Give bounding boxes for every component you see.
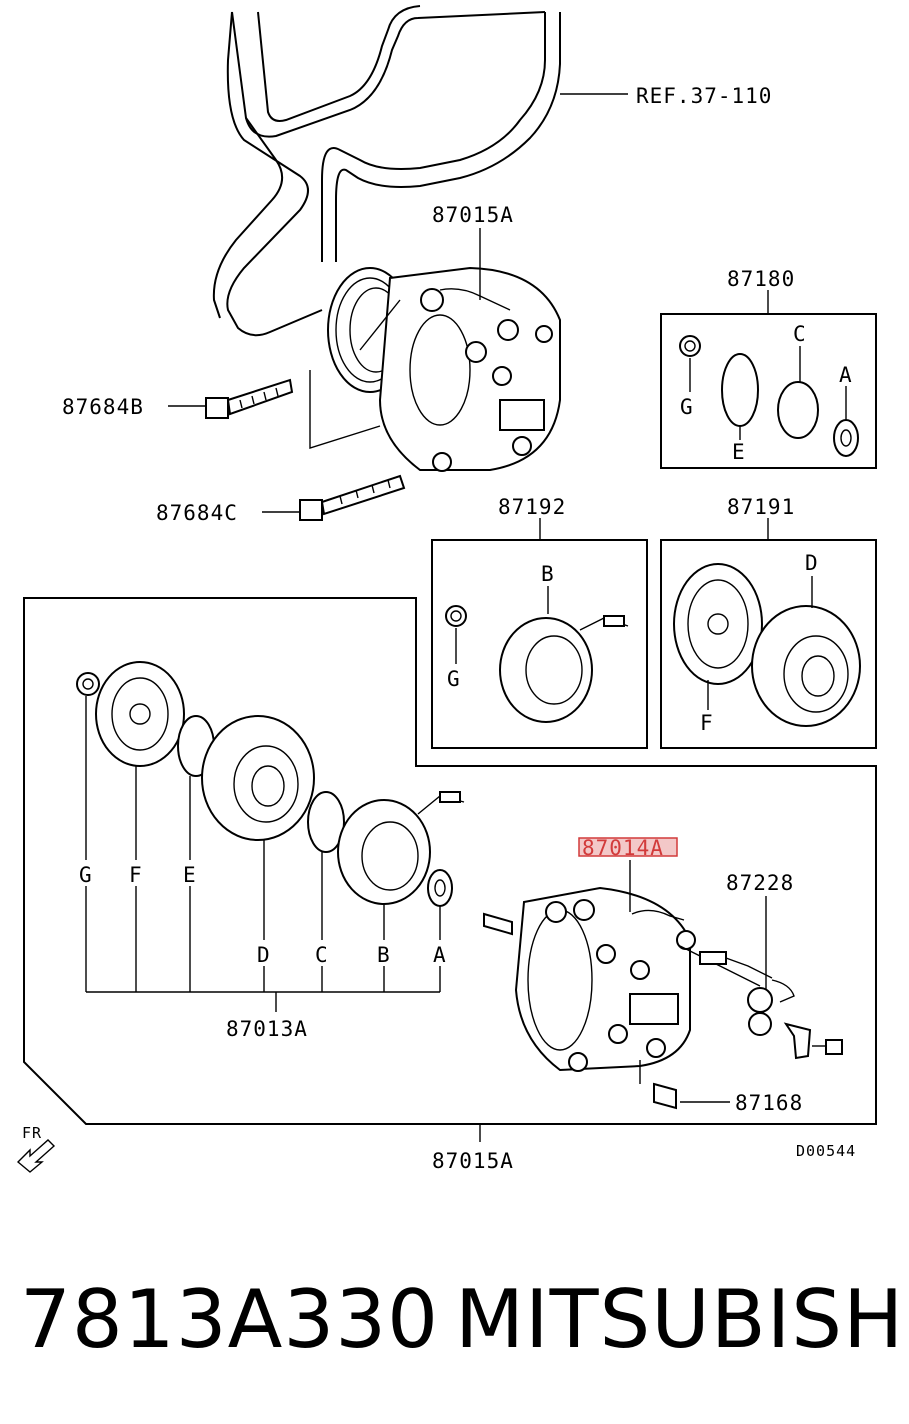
clutch-part-g: G (79, 863, 93, 887)
drawing-code: D00544 (796, 1142, 856, 1160)
kit-87192-parts (445, 586, 629, 723)
ref-label: REF.37-110 (636, 84, 772, 108)
kit-87180-box (660, 313, 877, 469)
footer: 7813A330 MITSUBISHI (0, 1264, 909, 1384)
drive-belt (212, 5, 628, 337)
clutch-part-f: F (129, 863, 143, 887)
label-87191: 87191 (727, 495, 795, 519)
kit-87191-parts (673, 563, 861, 727)
bolt-upper (205, 378, 294, 419)
clutch-part-e: E (183, 863, 197, 887)
compressor-body (483, 886, 843, 1110)
label-87192: 87192 (498, 495, 566, 519)
clutch-part-c: C (315, 943, 329, 967)
kit-87180-parts (679, 335, 859, 457)
kit-87180-part-a: A (839, 363, 853, 387)
kit-87180-part-g: G (680, 395, 694, 419)
kit-87191-box (660, 539, 877, 749)
label-87168: 87168 (735, 1091, 803, 1115)
clutch-leaders (85, 696, 441, 1012)
compressor-top (327, 266, 561, 472)
label-87180: 87180 (727, 267, 795, 291)
label-87015a-bottom: 87015A (432, 1149, 514, 1173)
clutch-parts (76, 661, 465, 907)
label-87013a: 87013A (226, 1017, 308, 1041)
front-arrow-icon (16, 1139, 56, 1173)
kit-87180-part-e: E (732, 440, 746, 464)
kit-87192-part-b: B (541, 562, 555, 586)
brand-name: MITSUBISHI (455, 1273, 909, 1366)
label-87014a: 87014A (582, 836, 664, 860)
kit-87180-part-c: C (793, 322, 807, 346)
bolt-lower (299, 474, 406, 521)
kit-87192-box (431, 539, 648, 749)
kit-87191-part-d: D (805, 551, 819, 575)
clutch-part-b: B (377, 943, 391, 967)
kit-87191-part-f: F (700, 711, 714, 735)
highlight-87014a (578, 837, 678, 857)
label-87228: 87228 (726, 871, 794, 895)
kit-87192-part-g: G (447, 667, 461, 691)
main-frame (23, 597, 877, 1125)
label-87684c: 87684C (156, 501, 238, 525)
fr-label: FR (22, 1124, 42, 1142)
clutch-part-d: D (257, 943, 271, 967)
label-87015a-top: 87015A (432, 203, 514, 227)
part-number: 7813A330 (20, 1273, 440, 1366)
clutch-part-a: A (433, 943, 447, 967)
label-87684b: 87684B (62, 395, 144, 419)
